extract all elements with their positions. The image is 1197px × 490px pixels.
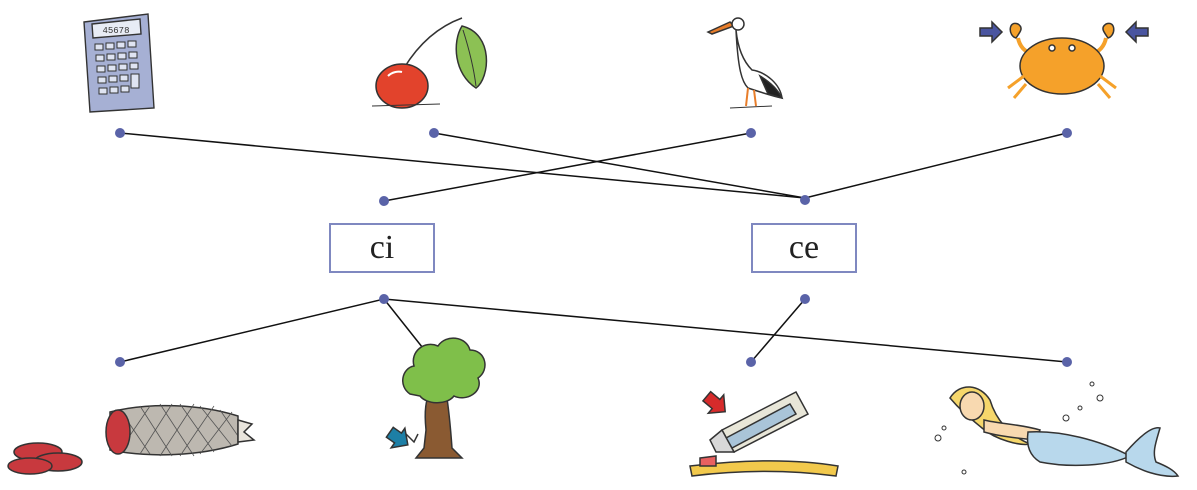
syllable-box-ce: ce — [751, 223, 857, 273]
syllable-box-ci: ci — [329, 223, 435, 273]
crab-picture — [979, 20, 1149, 99]
syllable-label-ce: ce — [788, 229, 820, 266]
line-ci-salami — [119, 298, 385, 363]
tree-picture — [385, 337, 486, 459]
dot-calculator[interactable] — [115, 128, 125, 138]
dot-ci-bottom[interactable] — [379, 294, 389, 304]
dot-salami[interactable] — [115, 357, 125, 367]
dot-stork[interactable] — [746, 128, 756, 138]
mermaid-picture — [934, 381, 1180, 478]
dot-ce-top[interactable] — [800, 195, 810, 205]
stork-picture — [706, 17, 784, 109]
arrow-icon — [701, 390, 727, 415]
connection-lines — [119, 132, 1068, 363]
line-crab-ce — [804, 132, 1068, 199]
dot-toothpaste[interactable] — [746, 357, 756, 367]
cherry-picture — [371, 17, 488, 109]
dot-mermaid[interactable] — [1062, 357, 1072, 367]
connection-dots — [115, 128, 1072, 367]
dot-cherry[interactable] — [429, 128, 439, 138]
arrow-icon — [385, 426, 409, 449]
calculator-display: 45678 — [102, 26, 129, 36]
line-stork-ci — [383, 132, 752, 202]
toothpaste-picture — [689, 390, 839, 477]
dot-ce-bottom[interactable] — [800, 294, 810, 304]
arrow-right-icon — [979, 20, 1004, 44]
syllable-label-ci: ci — [369, 229, 395, 266]
salami-picture — [7, 403, 256, 475]
dot-ci-top[interactable] — [379, 196, 389, 206]
arrow-left-icon — [1124, 20, 1149, 44]
dot-crab[interactable] — [1062, 128, 1072, 138]
calculator-picture: 45678 — [83, 13, 155, 113]
line-calculator-ce — [119, 132, 806, 199]
line-cherry-ce — [433, 132, 806, 199]
line-ce-toothpaste — [750, 298, 806, 363]
line-ci-mermaid — [383, 298, 1068, 363]
